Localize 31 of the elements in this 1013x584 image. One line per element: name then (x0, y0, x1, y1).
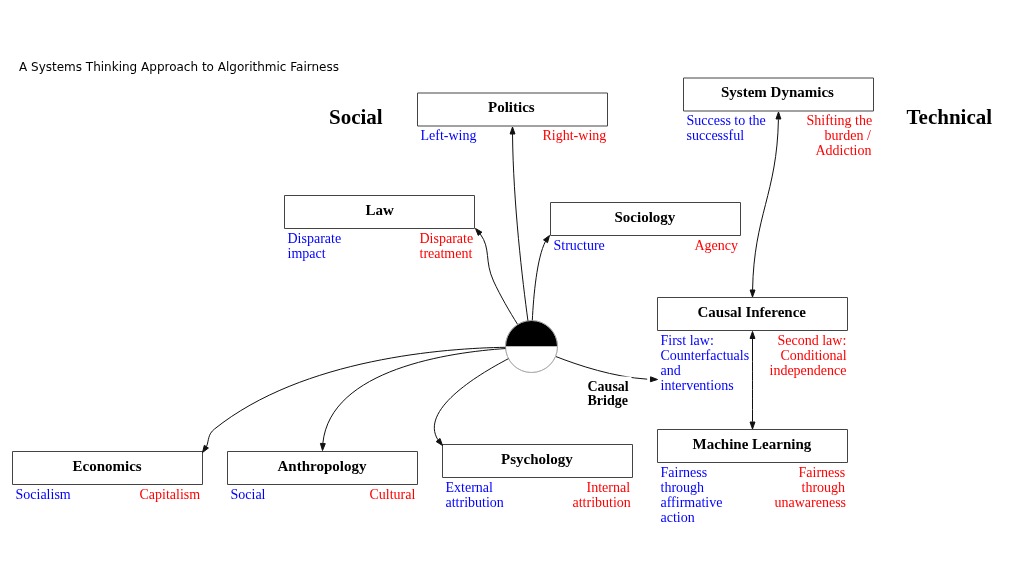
node-label: Left-wing (420, 127, 477, 143)
node-label: Internal attribution (572, 479, 631, 510)
node-label: Socialism (15, 486, 71, 502)
arrow (319, 347, 506, 451)
node-label: Capitalism (139, 486, 201, 502)
label: Social (329, 104, 383, 129)
arrow (749, 111, 782, 297)
label: Technical (906, 104, 993, 129)
edge-label: Causal Bridge (587, 378, 629, 408)
node-label: External attribution (445, 479, 504, 510)
node-label: Success to the successful (686, 112, 766, 143)
arrow (202, 346, 506, 453)
node-label: Second law: Conditional independence (769, 332, 847, 378)
node-label: Social (230, 486, 266, 502)
node-label: Structure (553, 237, 605, 253)
node-label: Shifting the burden / Addiction (806, 112, 873, 158)
arrow (509, 126, 529, 321)
node-label: Disparate impact (287, 230, 342, 261)
node-label: Fairness through unawareness (774, 464, 847, 510)
arrow (555, 355, 658, 382)
node-label: Cultural (369, 486, 416, 502)
arrow (475, 227, 519, 325)
diagram-title: A Systems Thinking Approach to Algorithmic Fairness (19, 59, 339, 74)
arrow (434, 357, 509, 446)
arrow (749, 330, 756, 429)
node-label: Fairness through affirmative action (660, 464, 723, 525)
arrow (531, 234, 550, 321)
node-label: Disparate treatment (419, 230, 474, 261)
node-label: Right-wing (542, 127, 607, 143)
node-label: First law: Counterfactuals and interventions (660, 332, 750, 393)
node-label: Agency (694, 237, 739, 253)
